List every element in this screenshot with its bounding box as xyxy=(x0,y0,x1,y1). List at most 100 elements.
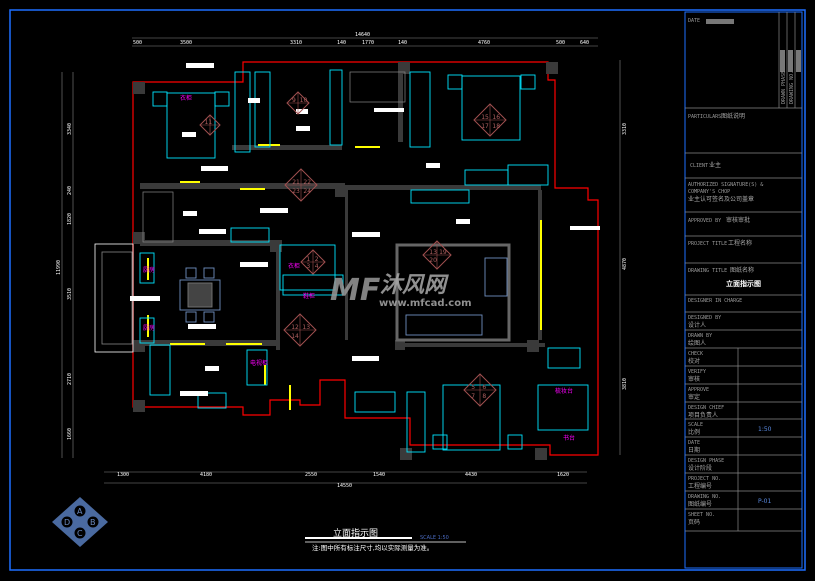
elevation-marker-label: 20 xyxy=(429,257,437,264)
elevation-marker-label: 13 xyxy=(302,324,310,331)
compass-diamond-icon: A B C D xyxy=(52,497,108,547)
title-row-value: 页码 xyxy=(688,518,700,526)
windows xyxy=(147,144,542,410)
sheet-frame xyxy=(9,9,806,571)
client-value: 业主 xyxy=(709,161,721,169)
dim-left: 3510 xyxy=(67,288,73,300)
title-row-label: APPROVE xyxy=(688,387,709,393)
elevation-marker-label: 5 xyxy=(471,384,475,391)
approved-label: APPROVED BY xyxy=(688,218,721,224)
approved-value: 审核审批 xyxy=(726,216,750,224)
title-row-value: 日期 xyxy=(688,446,700,454)
watermark-logo-icon: MF xyxy=(330,273,381,308)
dim-right: 4870 xyxy=(622,258,628,270)
dim-bottom: 2550 xyxy=(305,472,317,478)
elevation-marker-label: 21 xyxy=(292,179,300,186)
elevation-marker-label: 16 xyxy=(492,114,500,121)
title-row-label: DESIGN PHASE xyxy=(688,458,724,464)
drawing-note: 注:图中所有标注尺寸,均以实际测量为准。 xyxy=(312,543,433,552)
dim-bottom-total: 14550 xyxy=(337,483,352,489)
balcony xyxy=(94,243,134,353)
watermark-url: www.mfcad.com xyxy=(379,298,472,309)
elevation-marker-label: 10 xyxy=(300,97,308,104)
title-row-right-value: P-01 xyxy=(758,498,771,505)
elevation-marker-label: 17 xyxy=(481,123,489,130)
title-row-label: CHECK xyxy=(688,351,703,357)
dim-left: 3340 xyxy=(67,123,73,135)
title-row-label: DRAWING NO. xyxy=(688,494,721,500)
dim-top: 500 xyxy=(556,40,565,46)
compass-a: A xyxy=(77,507,83,516)
title-row-right-value: 1:50 xyxy=(758,426,772,433)
dim-top: 140 xyxy=(398,40,407,46)
title-block-text: DATE DRAWN PHASE DRAWING NO. PARTICULARS… xyxy=(688,18,795,288)
elevation-marker-label: 18 xyxy=(492,123,500,130)
elevation-marker-label: 13 xyxy=(429,249,437,256)
room-tag: 鞋柜 xyxy=(303,292,315,300)
title-row-label: DRAWN BY xyxy=(688,333,712,339)
drawing-title-label: DRAWING TITLE xyxy=(688,268,727,274)
title-row-value: 绘图人 xyxy=(688,339,706,347)
vertical-label-drawing-no: DRAWING NO. xyxy=(789,71,795,104)
drawing-title: 立面指示图 xyxy=(333,527,378,539)
dim-bottom: 4430 xyxy=(465,472,477,478)
dim-right: 3310 xyxy=(622,123,628,135)
title-row-label: SCALE xyxy=(688,422,703,428)
phase-bar xyxy=(780,50,785,72)
authorized-label-2: COMPANY'S CHOP xyxy=(688,189,730,195)
authorized-label: AUTHORIZED SIGNATURE(S) & xyxy=(688,182,763,188)
title-row-label: DATE xyxy=(688,440,700,446)
bed-third xyxy=(442,384,501,451)
label-boxes xyxy=(130,63,600,396)
sofa xyxy=(405,314,483,336)
room-tag: 电视柜 xyxy=(250,359,268,367)
grilles xyxy=(142,71,406,243)
room-tag: 梳妆台 xyxy=(555,387,573,395)
particulars-label: PARTICULARS xyxy=(688,114,721,120)
title-underline xyxy=(305,537,412,539)
dim-left-total: 11990 xyxy=(56,260,62,275)
watermark: MF 沐风网 www.mfcad.com xyxy=(330,273,472,309)
elevation-marker-label: 23 xyxy=(292,188,300,195)
title-row-label: DESIGN CHIEF xyxy=(688,405,724,411)
dim-top: 1770 xyxy=(362,40,374,46)
date-label: DATE xyxy=(688,18,700,24)
project-title-label: PROJECT TITLE xyxy=(688,241,727,247)
bed-master xyxy=(166,92,216,159)
watermark-brand: 沐风网 xyxy=(380,273,449,298)
elevation-marker-icon: 11 xyxy=(199,114,221,136)
elevation-marker-label: 8 xyxy=(482,393,486,400)
room-tag: 厨房 xyxy=(143,266,155,274)
title-row-value: 校对 xyxy=(688,357,700,365)
elevation-marker-label: 12 xyxy=(291,324,299,331)
extra-bar xyxy=(796,50,801,72)
title-row-value: 项目负责人 xyxy=(688,411,718,419)
date-value-bar xyxy=(706,19,734,24)
dim-bottom: 1620 xyxy=(557,472,569,478)
title-row-value: 审定 xyxy=(688,393,700,401)
elevation-marker-label: 1 xyxy=(306,256,310,263)
room-tag: 书台 xyxy=(563,434,575,442)
drawing-title-main: 立面指示图 xyxy=(726,279,761,288)
elevation-marker-label: 22 xyxy=(303,179,311,186)
elevation-marker-label: 11 xyxy=(205,119,213,126)
title-row-label: SHEET NO. xyxy=(688,512,715,518)
room-tag: 衣柜 xyxy=(288,262,300,270)
title-row-value: 审核 xyxy=(688,375,700,383)
dim-bottom: 1300 xyxy=(117,472,129,478)
elevation-marker-label: 6 xyxy=(482,384,486,391)
title-row-label: PROJECT NO. xyxy=(688,476,721,482)
dim-top: 140 xyxy=(337,40,346,46)
particulars-value: 图纸说明 xyxy=(721,112,745,120)
dim-left: 240 xyxy=(67,186,73,195)
elevation-marker-label: 9 xyxy=(292,97,296,104)
title-row-value: 图纸编号 xyxy=(688,500,712,508)
dim-top: 640 xyxy=(580,40,589,46)
